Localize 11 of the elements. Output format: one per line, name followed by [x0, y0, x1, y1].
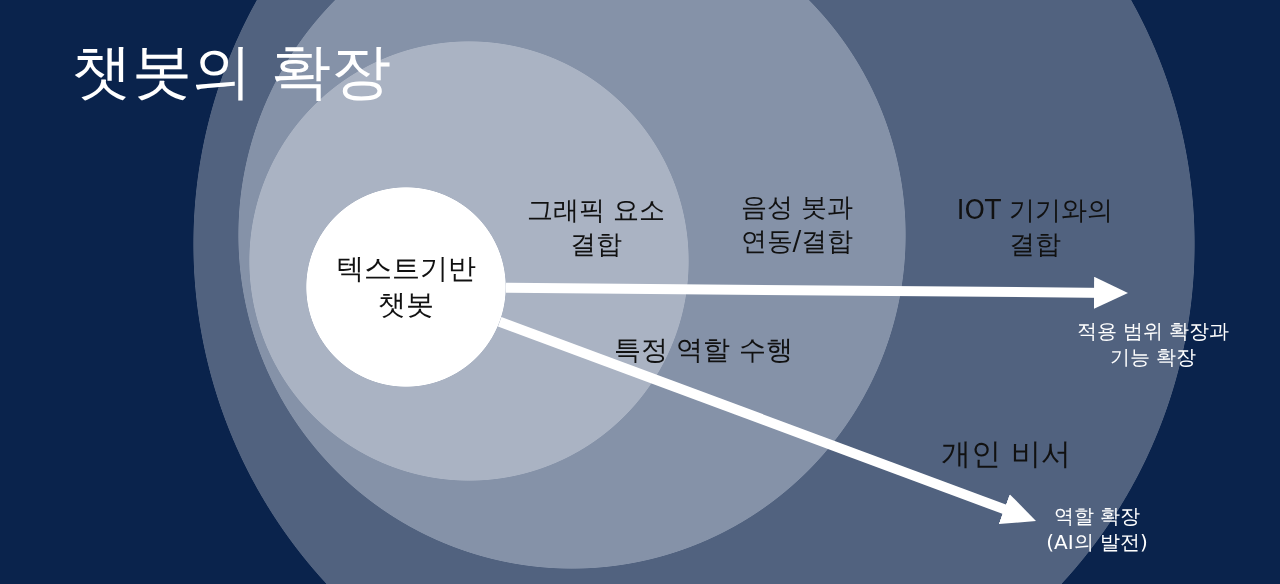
circle-label: IOT 기기와의 결합	[955, 194, 1115, 261]
arrow	[497, 317, 1036, 525]
annotation-text: 개인 비서	[941, 435, 1071, 473]
outcome-text: 역할 확장 (AI의 발전)	[1041, 503, 1153, 555]
circle-label: 음성 봇과 연동/결합	[739, 191, 855, 258]
arrow	[505, 276, 1128, 309]
title: 챗봇의 확장	[72, 35, 392, 107]
annotation-text: 특정 역할 수행	[613, 333, 793, 367]
outcome-text: 적용 범위 확장과 기능 확장	[1073, 318, 1233, 370]
circle-label: 텍스트기반 챗봇	[335, 251, 477, 324]
circle-label: 그래픽 요소 결합	[525, 194, 667, 261]
